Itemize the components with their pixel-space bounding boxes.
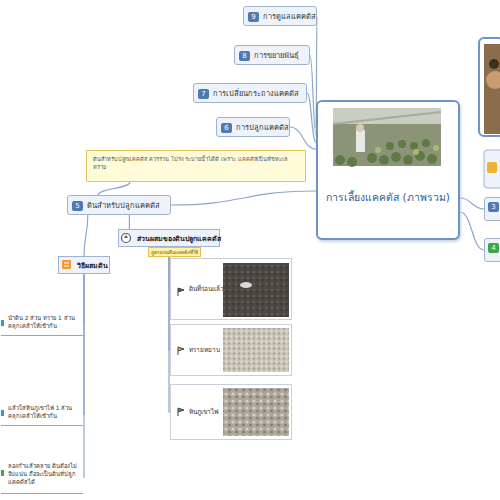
cropped-badge: [487, 162, 497, 173]
cropped-branch-node: 4: [484, 238, 500, 262]
cropped-branch-node: 3: [484, 197, 500, 221]
branch-connector: [171, 191, 316, 205]
tag-label: สูตรผสมดินแคคตัสที่ใช้: [148, 247, 201, 257]
step-node: ลองกำแล้วคลาย ดินต้องไม่จับแน่น ถือจะเป็…: [1, 460, 83, 494]
ingredient-node: หินภูเขาไฟ: [170, 384, 292, 440]
step-marker: [1, 410, 4, 416]
branch-connector: [84, 215, 88, 256]
node-text: ลองกำแล้วคลาย ดินต้องไม่จับแน่น ถือจะเป็…: [8, 463, 77, 485]
step-node: แล้วใส่หินภูเขาไฟ 1 ส่วน คลุกเคล้าให้เข้…: [1, 402, 83, 426]
branch-connector: [460, 212, 484, 250]
number-badge: 7: [198, 89, 209, 99]
node-text: การขยายพันธุ์: [254, 51, 299, 60]
node-text: ดินสำหรับปลูกแคคตัส: [87, 201, 160, 210]
node-text: การเปลี่ยนกระถางแคคตัส: [213, 89, 299, 98]
subtopic-node: วิธีผสมดิน: [58, 256, 110, 274]
node-text: การปลูกแคคตัส: [236, 123, 289, 132]
branch-node: 9 การดูแลแคคตัส: [243, 6, 317, 26]
step-node: นำดิน 2 ส่วน ทราย 1 ส่วน คลุกเคล้าให้เข้…: [1, 312, 83, 336]
step-marker: [1, 320, 4, 326]
cropped-node: [484, 150, 500, 188]
branch-node: 8 การขยายพันธุ์: [234, 45, 310, 65]
node-text: การดูแลแคคตัส: [263, 12, 316, 21]
branch-connector: [307, 93, 316, 142]
node-text: ดินที่ร่อนแล้ว: [189, 284, 229, 294]
branch-node: 7 การเปลี่ยนกระถางแคคตัส: [193, 83, 307, 103]
number-badge: 6: [221, 123, 232, 133]
node-text: วิธีผสมดิน: [77, 262, 108, 270]
branch-connector: [290, 127, 316, 149]
ingredient-node: ทรายหยาบ: [170, 324, 292, 376]
branch-node: 6 การปลูกแคคตัส: [216, 117, 290, 137]
node-text: ส่วนผสมของดินปลูกแคคตัส: [137, 235, 221, 243]
node-text: แล้วใส่หินภูเขาไฟ 1 ส่วน คลุกเคล้าให้เข้…: [8, 405, 72, 419]
node-text: นำดิน 2 ส่วน ทราย 1 ส่วน คลุกเคล้าให้เข้…: [8, 315, 75, 329]
note-callout: ดินสำหรับปลูกแคคตัส ควรร่วน โปร่ง ระบายน…: [86, 150, 306, 182]
cropped-photo: [479, 38, 500, 136]
number-badge: 4: [488, 243, 499, 253]
central-topic: การเลี้ยงแคคตัส (ภาพรวม): [316, 100, 460, 240]
step-marker: [1, 470, 4, 476]
number-badge: 8: [239, 51, 250, 61]
branch-connector: [460, 198, 484, 209]
number-badge: 9: [248, 12, 259, 22]
ingredient-node: ดินที่ร่อนแล้ว: [170, 258, 292, 320]
subtopic-node: ส่วนผสมของดินปลูกแคคตัส: [118, 229, 220, 247]
node-text: ดินสำหรับปลูกแคคตัส ควรร่วน โปร่ง ระบายน…: [93, 156, 287, 170]
number-badge: 3: [488, 202, 499, 212]
branch-connector: [83, 274, 84, 477]
node-text: การเลี้ยงแคคตัส (ภาพรวม): [318, 190, 458, 205]
branch-node: 5 ดินสำหรับปลูกแคคตัส: [67, 195, 171, 215]
branch-connector: [98, 182, 130, 195]
node-text: ทรายหยาบ: [189, 345, 229, 355]
number-badge: 5: [72, 201, 83, 211]
node-text: หินภูเขาไฟ: [189, 407, 229, 417]
